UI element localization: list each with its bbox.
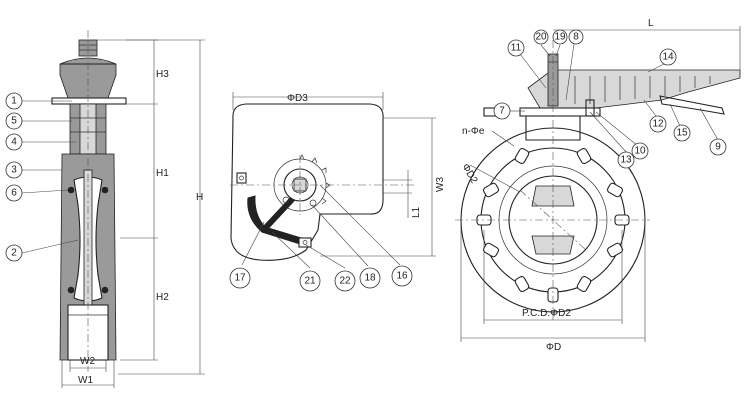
svg-text:10: 10 (634, 146, 646, 157)
svg-text:17: 17 (234, 273, 246, 284)
callout-9: 9 (709, 138, 727, 156)
svg-text:12: 12 (652, 119, 664, 130)
dim-d3: ΦD3 (287, 93, 308, 104)
indicator-plate (230, 103, 384, 261)
callout-10: 10 (631, 142, 649, 160)
svg-text:5: 5 (11, 116, 17, 127)
dim-h: H (196, 192, 203, 203)
dim-d2: ΦD2 (459, 162, 479, 186)
callout-14: 14 (659, 48, 677, 66)
gear-teeth (299, 154, 331, 205)
top-plate (519, 107, 601, 117)
svg-text:1: 1 (11, 96, 17, 107)
svg-text:6: 6 (11, 188, 17, 199)
svg-text:9: 9 (715, 142, 721, 153)
o-ring (101, 186, 109, 194)
svg-text:8: 8 (573, 32, 579, 43)
svg-text:16: 16 (396, 271, 408, 282)
svg-text:18: 18 (364, 273, 376, 284)
callout-4: 4 (5, 133, 23, 151)
indicator-plate-view (230, 92, 436, 269)
dim-w1: W1 (78, 375, 93, 386)
o-ring (67, 286, 75, 294)
callout-21: 21 (299, 270, 321, 292)
svg-text:11: 11 (511, 43, 522, 54)
callout-5: 5 (5, 112, 23, 130)
svg-text:20: 20 (535, 32, 547, 43)
callout-19: 19 (552, 29, 568, 45)
svg-text:2: 2 (11, 248, 17, 259)
callout-20: 20 (533, 29, 549, 45)
callout-11: 11 (507, 39, 525, 57)
callout-22: 22 (334, 270, 356, 292)
o-ring (67, 186, 75, 194)
svg-text:21: 21 (304, 276, 316, 287)
callout-2: 2 (5, 244, 23, 262)
dim-w2: W2 (80, 356, 95, 367)
callout-18: 18 (359, 267, 381, 289)
callout-15: 15 (673, 124, 691, 142)
callout-8: 8 (568, 29, 584, 45)
dim-l: L (648, 18, 654, 29)
callout-16: 16 (391, 265, 413, 287)
dim-pcd: P.C.D.ΦD2 (522, 308, 571, 319)
o-ring (101, 286, 109, 294)
callout-13: 13 (617, 151, 635, 169)
svg-text:13: 13 (620, 155, 632, 166)
svg-text:19: 19 (554, 32, 566, 43)
svg-text:22: 22 (339, 276, 351, 287)
dim-h1: H1 (156, 168, 169, 179)
svg-text:15: 15 (676, 128, 688, 139)
callout-17: 17 (229, 267, 251, 289)
section-view (51, 30, 205, 388)
callout-12: 12 (649, 115, 667, 133)
dim-h3: H3 (156, 69, 169, 80)
callout-7: 7 (493, 102, 511, 120)
screw (282, 196, 290, 204)
lever-handle (527, 69, 741, 109)
screw (309, 199, 317, 207)
dim-d: ΦD (546, 342, 561, 353)
callout-1: 1 (5, 92, 23, 110)
dim-l1: L1 (411, 206, 422, 218)
callout-6: 6 (5, 184, 23, 202)
svg-text:14: 14 (662, 52, 674, 63)
dim-n-e: n-Φe (462, 126, 485, 137)
dim-h2: H2 (156, 292, 169, 303)
lever-trigger (659, 95, 725, 115)
svg-text:3: 3 (11, 165, 17, 176)
dim-w3: W3 (435, 177, 446, 192)
svg-text:4: 4 (11, 137, 17, 148)
svg-text:7: 7 (499, 106, 505, 117)
front-view (455, 26, 741, 342)
left-leaders (21, 100, 79, 254)
callout-3: 3 (5, 161, 23, 179)
